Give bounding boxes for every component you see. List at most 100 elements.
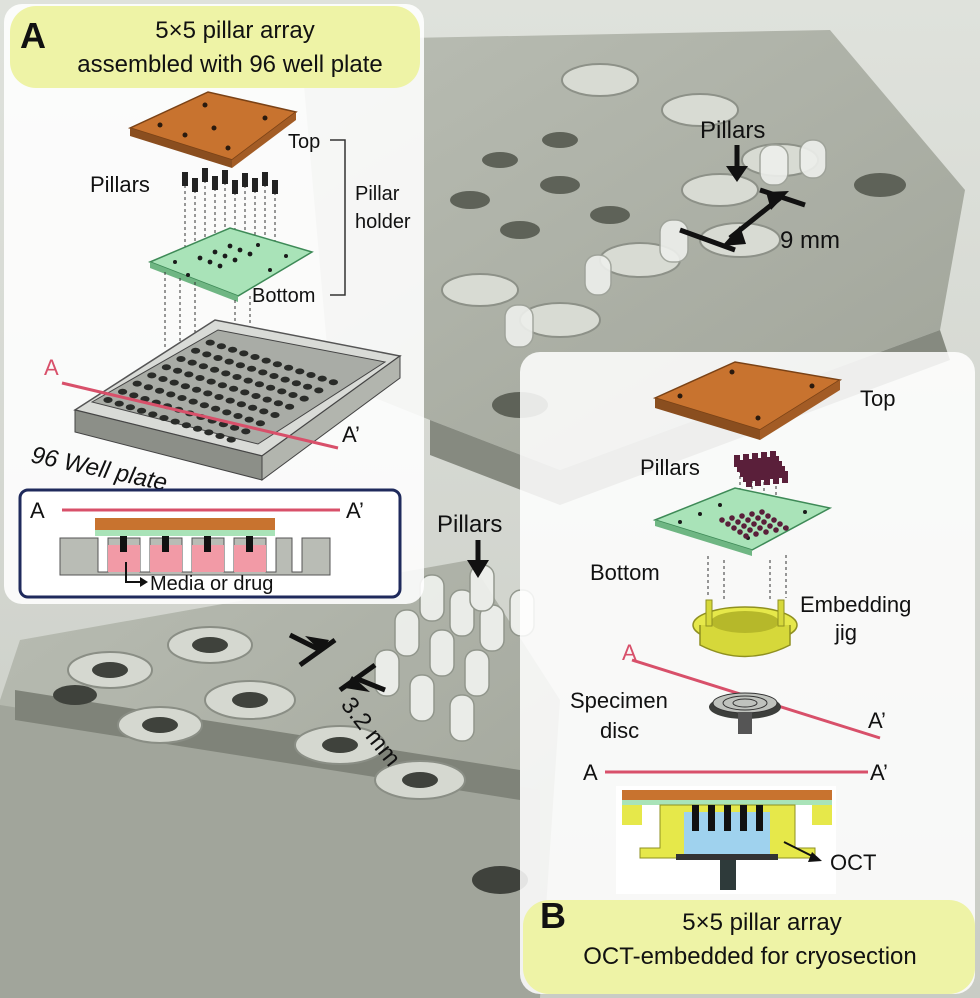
well	[188, 398, 198, 405]
well	[125, 404, 135, 411]
well	[195, 375, 205, 381]
well	[199, 402, 209, 409]
panel-b-embedding-jig	[692, 599, 798, 658]
panel-a-title-line1: 5×5 pillar array	[155, 17, 314, 44]
panel-b-inset-end: A’	[870, 760, 888, 785]
pillar-hole	[741, 523, 747, 529]
well	[159, 415, 169, 421]
well	[215, 433, 225, 439]
pillar-hole	[757, 525, 763, 531]
pillar-hole	[743, 533, 749, 539]
well	[251, 393, 261, 399]
well	[170, 418, 180, 425]
pillar	[746, 475, 752, 487]
well	[169, 379, 179, 386]
well	[137, 407, 147, 414]
well	[285, 403, 295, 410]
panel-b-top-plate	[652, 361, 843, 440]
panel-a-section-start: A	[44, 355, 59, 380]
well	[295, 368, 305, 375]
well	[277, 388, 287, 395]
panel-a-letter: A	[20, 15, 46, 56]
well	[230, 424, 240, 431]
pillar-hole	[747, 527, 753, 533]
panel-b-bottom-plate	[652, 487, 833, 556]
panel-b-embedding-label: Embedding	[800, 592, 911, 617]
well	[180, 383, 190, 390]
well	[132, 380, 142, 387]
well	[206, 378, 216, 385]
pillar-hole	[777, 521, 783, 527]
panel-b-title-line1: 5×5 pillar array	[682, 909, 841, 936]
panel-a-bottom-label: Bottom	[252, 285, 315, 307]
panel-b-specimen-disc	[709, 692, 781, 734]
pillar-hole	[745, 517, 751, 523]
dimension-9mm	[679, 187, 806, 253]
panel-b-background	[520, 352, 975, 994]
well	[243, 377, 253, 384]
well	[177, 395, 187, 401]
well	[224, 358, 234, 365]
panel-a-background	[4, 4, 424, 604]
well	[143, 384, 153, 391]
well	[225, 397, 235, 404]
well	[193, 425, 203, 432]
well	[147, 372, 157, 379]
well	[255, 420, 265, 427]
pillar-hole	[739, 513, 745, 519]
well	[216, 343, 226, 350]
panel-a-cross-section: A A’ Media or drug	[18, 488, 402, 599]
pillars-arrow-top	[726, 145, 748, 182]
well	[259, 408, 269, 415]
panel-b-title-banner	[523, 900, 975, 994]
well	[262, 396, 272, 403]
panel-b-section-start: A	[622, 640, 637, 665]
well	[148, 411, 158, 418]
panel-b-title-line2: OCT-embedded for cryosection	[583, 943, 916, 970]
well	[235, 362, 245, 369]
well	[198, 363, 208, 370]
well	[299, 395, 309, 402]
well	[158, 376, 168, 382]
well	[217, 382, 227, 389]
well	[161, 364, 171, 371]
pillar-hole	[761, 519, 767, 525]
well	[314, 387, 324, 394]
well	[272, 361, 282, 368]
well	[306, 372, 316, 378]
well	[221, 370, 231, 377]
well	[213, 355, 223, 361]
panel-b-pillars	[734, 451, 788, 524]
well	[266, 384, 276, 391]
pillar-hole	[751, 521, 757, 527]
well	[317, 375, 327, 382]
well	[273, 400, 283, 407]
pillar-hole	[753, 531, 759, 537]
panel-a-inset-end: A’	[346, 498, 364, 523]
panel-a-title-banner	[10, 6, 420, 88]
panel-a-title-line2: assembled with 96 well plate	[77, 51, 383, 78]
panel-a-inset-start: A	[30, 498, 45, 523]
well	[247, 365, 257, 372]
well	[226, 436, 236, 443]
well	[236, 401, 246, 408]
pillar-hole	[771, 517, 777, 523]
panel-a-bottom-plate	[148, 227, 314, 302]
well	[176, 356, 186, 362]
pillar-hole	[735, 519, 741, 525]
pillars-label-bottom-photo: Pillars	[437, 511, 502, 538]
well	[155, 387, 165, 394]
well	[210, 366, 220, 373]
pillar-hole	[729, 515, 735, 521]
pillar-hole	[719, 517, 725, 523]
panel-b-specimen-label: Specimen	[570, 688, 668, 713]
well	[211, 405, 221, 412]
well	[250, 354, 260, 360]
well	[241, 428, 251, 435]
pillar	[782, 471, 788, 483]
well	[239, 350, 249, 357]
well	[229, 385, 239, 392]
pillars-arrow-bottom	[467, 540, 489, 578]
dimension-9mm-label: 9 mm	[780, 227, 840, 254]
pillar-hole	[765, 513, 771, 519]
